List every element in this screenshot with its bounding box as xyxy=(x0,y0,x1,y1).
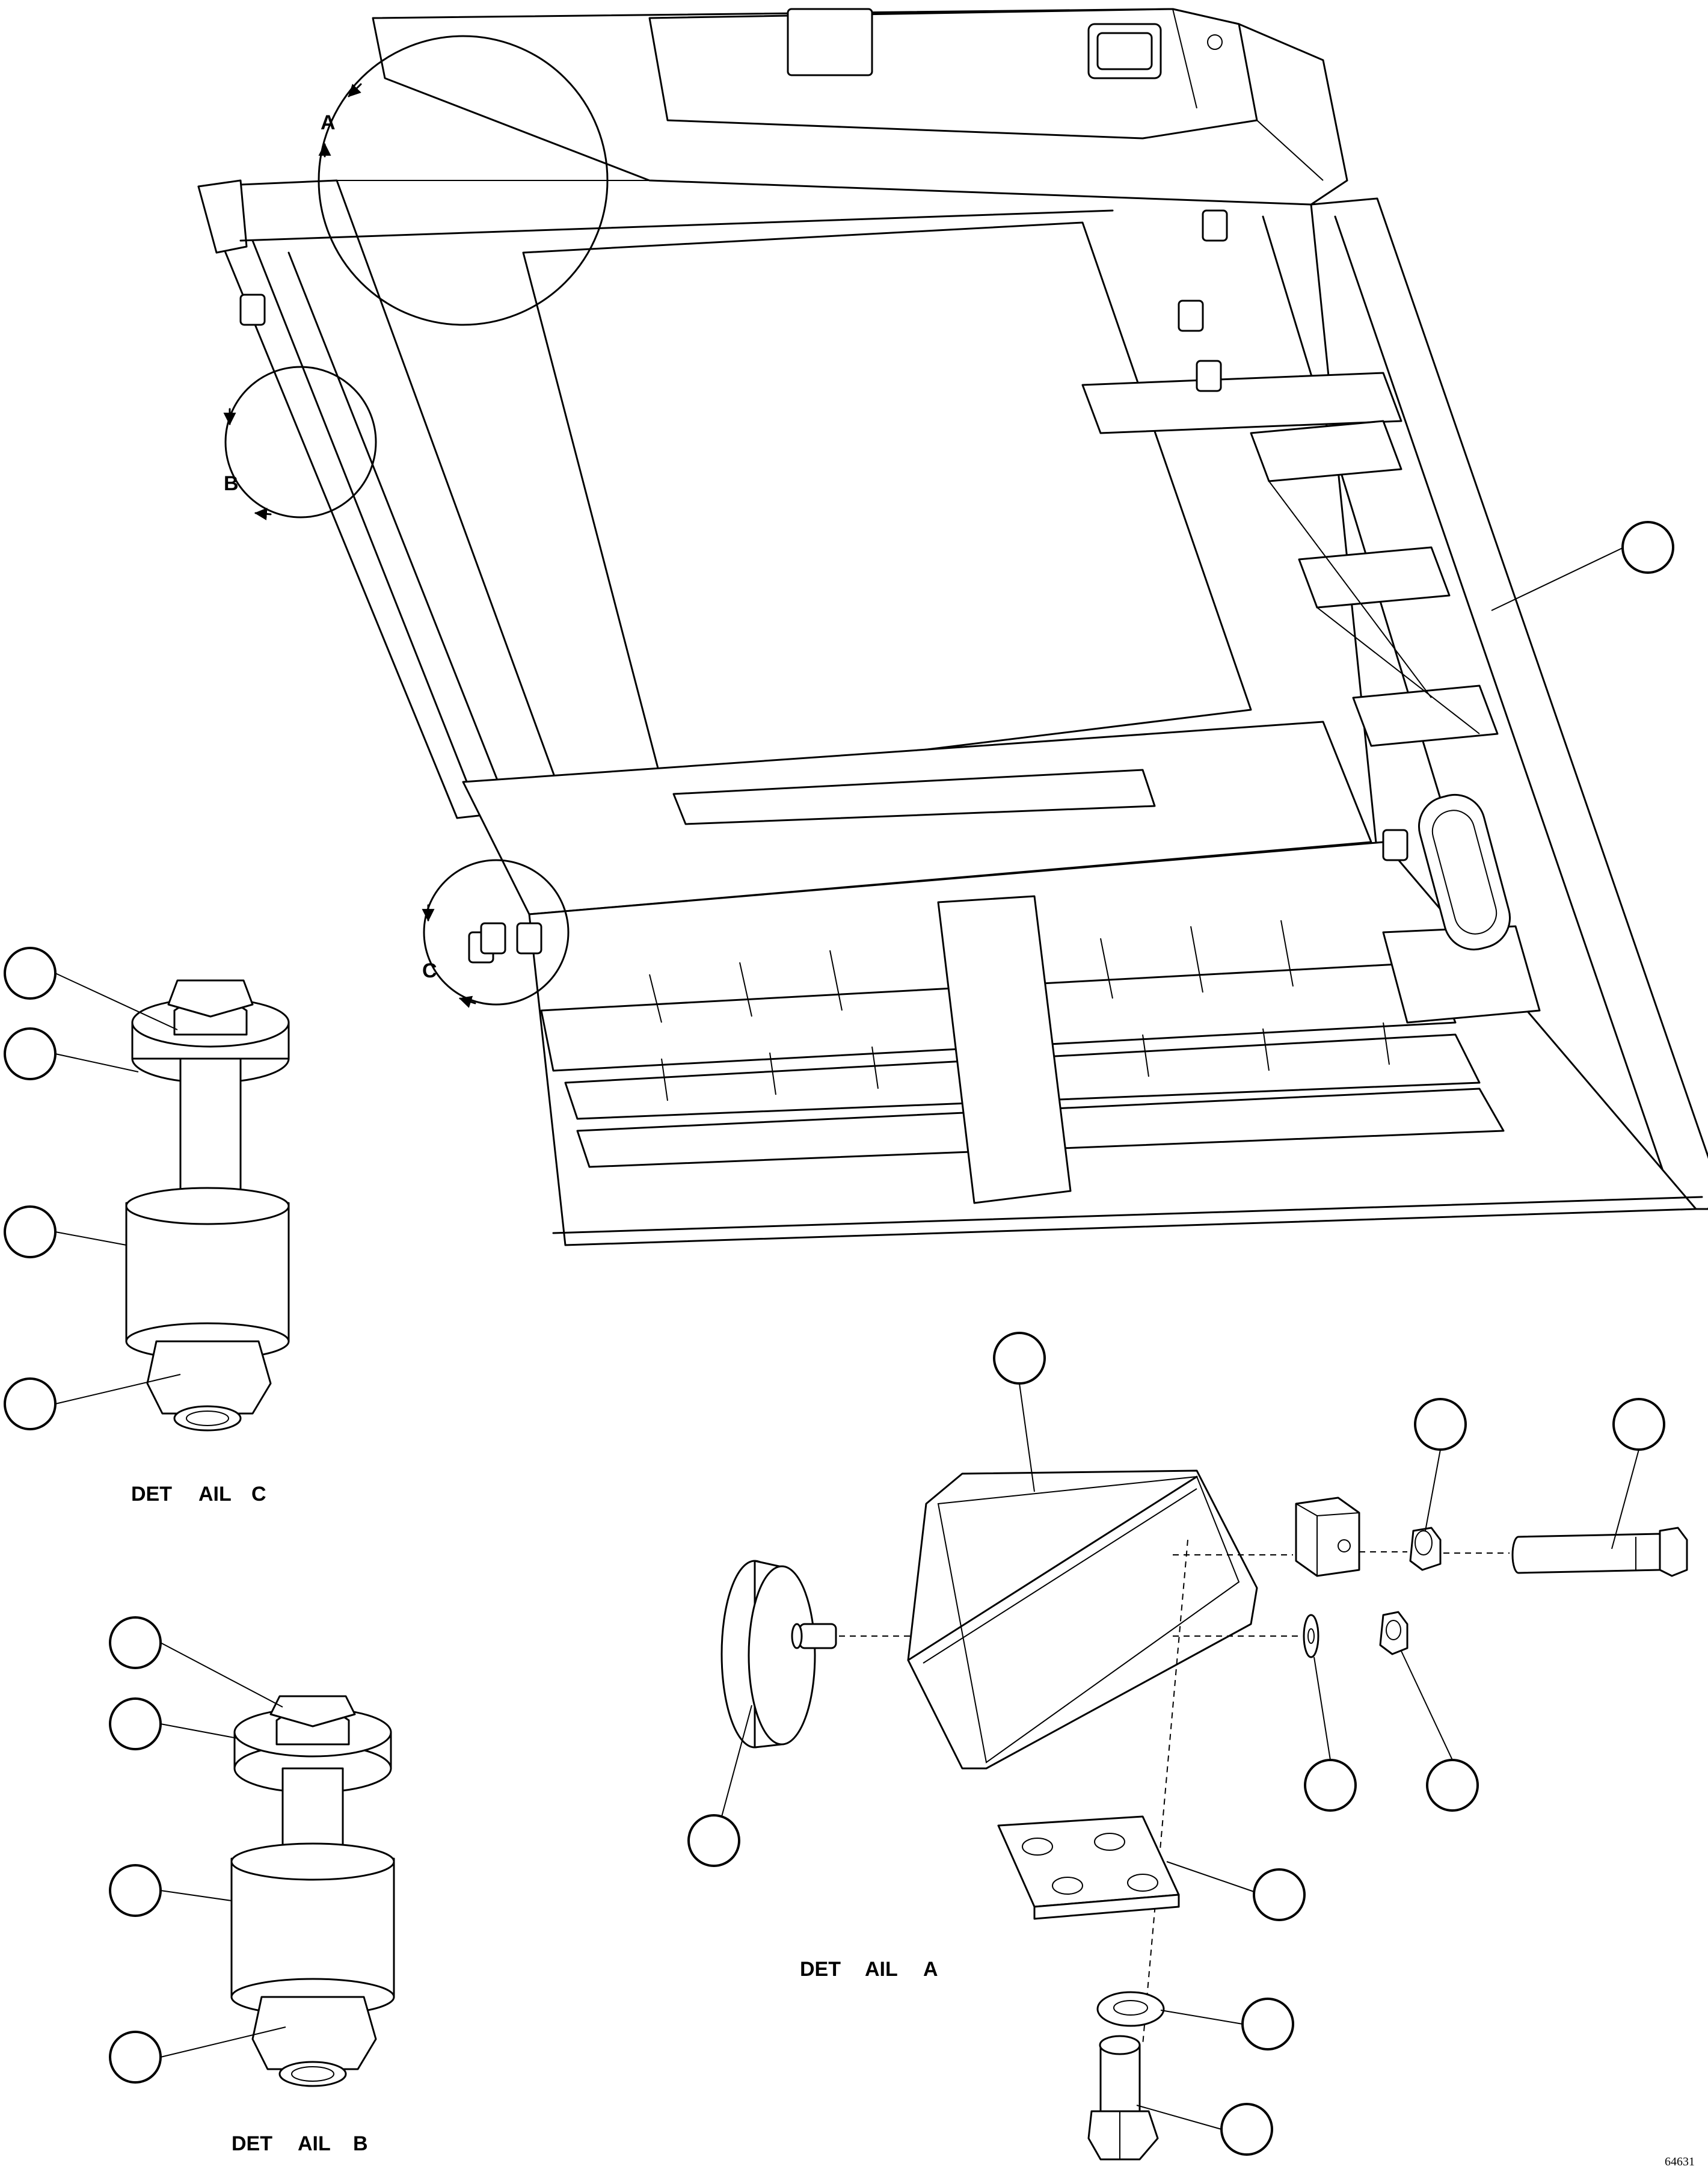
detail-c-title: DET AIL C xyxy=(131,1483,266,1506)
callout-bubble xyxy=(1491,521,1674,611)
detail-circle-a: A xyxy=(318,35,609,326)
detail-circle-c: C xyxy=(422,859,570,1008)
main-frame-assembly xyxy=(197,8,1708,1246)
detail-b-title: DET AIL B xyxy=(232,2132,368,2155)
detail-a-title: DET AIL A xyxy=(800,1958,938,1981)
detail-c-isolator: DET AIL C xyxy=(4,947,290,1506)
detail-a-bracket: DET AIL A xyxy=(687,1332,1688,2161)
detail-circle-b: B xyxy=(223,366,377,520)
detail-b-isolator: DET AIL B xyxy=(109,1616,395,2155)
detail-callout-c: C xyxy=(422,959,437,982)
detail-callout-b: B xyxy=(224,472,239,495)
drawing-number: 64631 xyxy=(1665,2155,1695,2168)
detail-callout-a: A xyxy=(321,111,336,134)
